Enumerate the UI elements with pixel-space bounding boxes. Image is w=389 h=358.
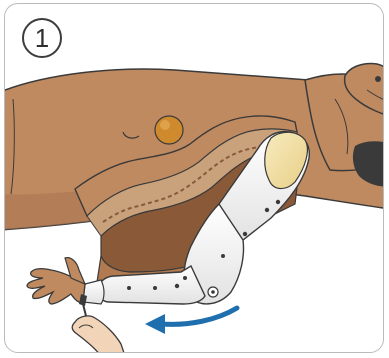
figure-frame: 1 — [4, 3, 384, 353]
wrist — [83, 280, 104, 304]
rotation-arrow-icon — [145, 308, 237, 334]
step-number: 1 — [35, 25, 49, 51]
chest-button — [155, 116, 183, 144]
step-number-badge: 1 — [22, 18, 62, 58]
manikin-arm-removal-illustration — [5, 4, 384, 353]
